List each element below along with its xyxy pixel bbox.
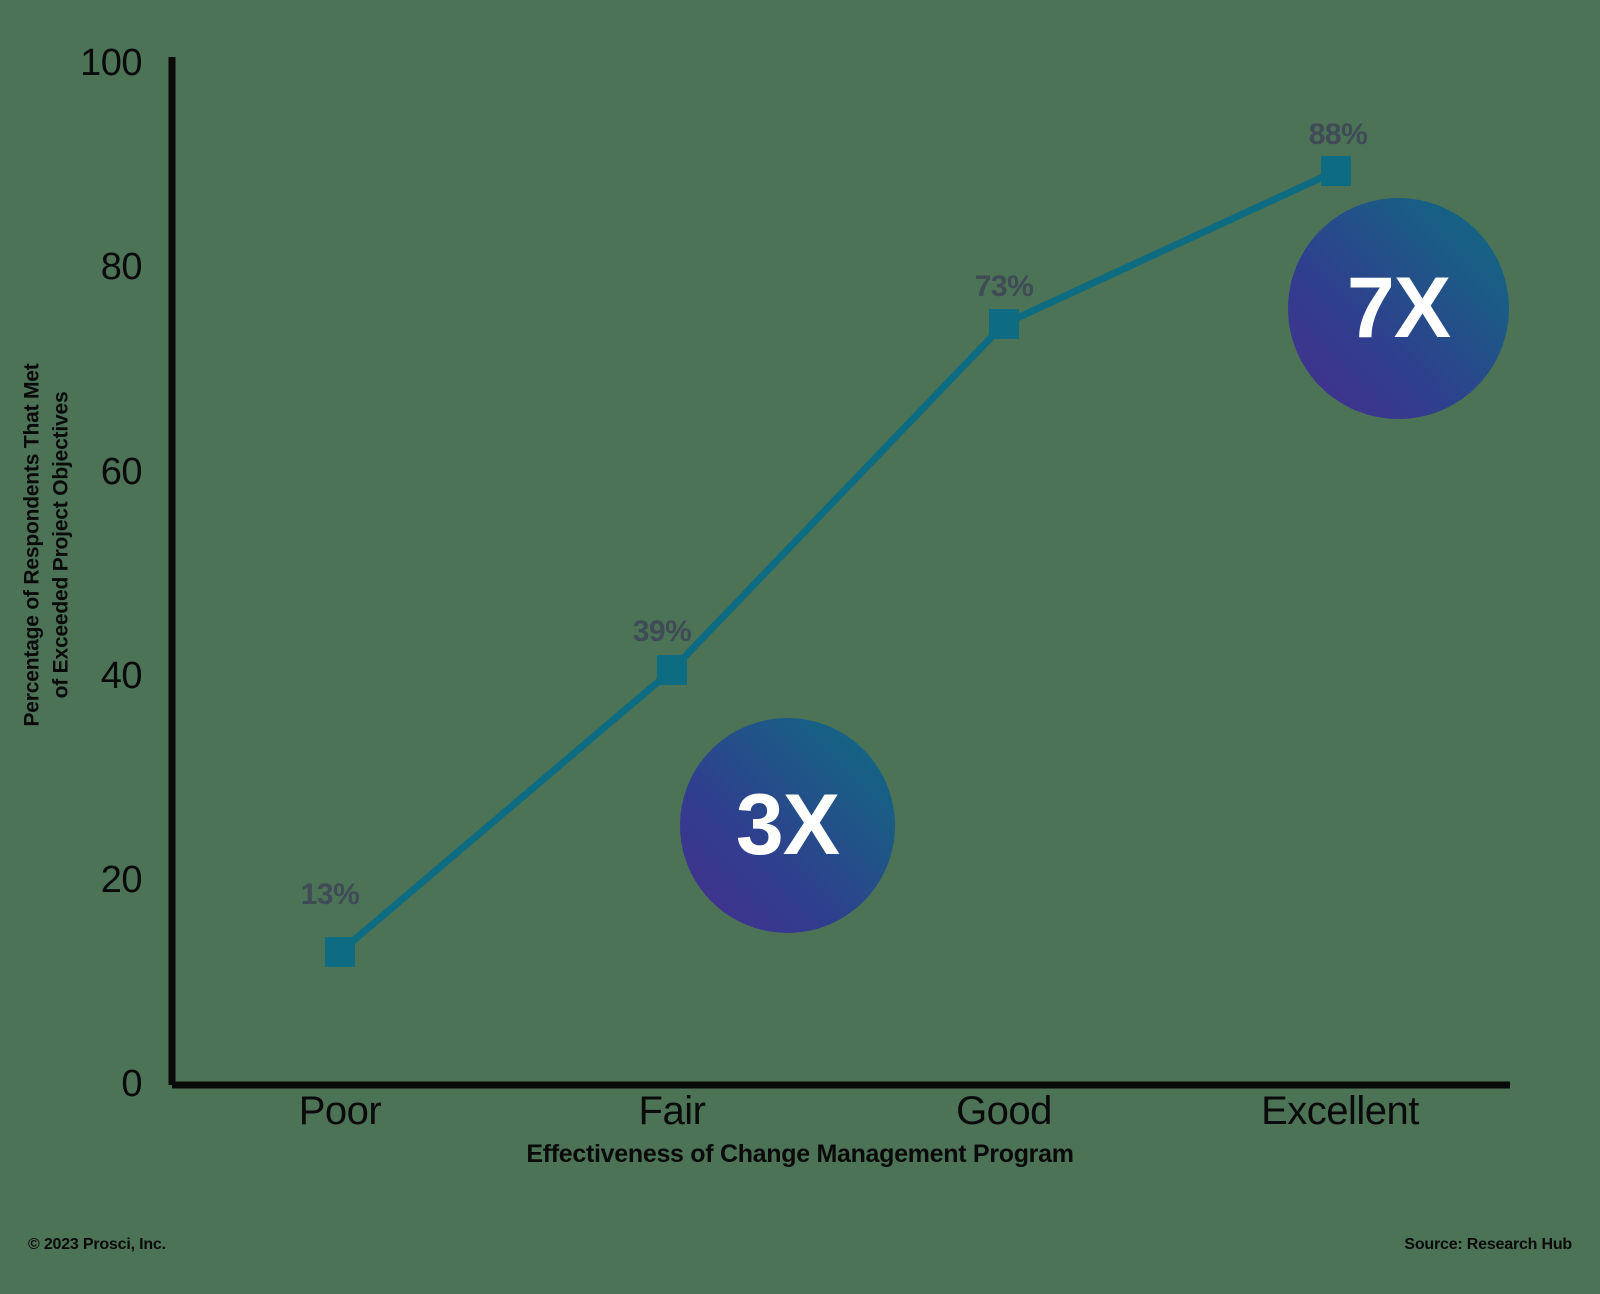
data-marker-good [989, 309, 1019, 339]
y-tick-label-60: 60 [100, 451, 143, 493]
data-marker-fair [657, 655, 687, 685]
data-marker-poor [325, 937, 355, 967]
data-line-series-1 [336, 167, 1340, 956]
data-marker-excellent [1321, 156, 1351, 186]
y-tick-label-0: 0 [121, 1063, 142, 1105]
data-label-excellent: 88% [1308, 118, 1368, 151]
y-tick-label-80: 80 [100, 246, 143, 288]
y-tick-label-40: 40 [100, 655, 143, 697]
multiplier-bubble-3x: 3X [680, 718, 895, 933]
y-tick-label-20: 20 [100, 859, 143, 901]
multiplier-bubble-7x: 7X [1288, 198, 1509, 419]
data-label-good: 73% [974, 270, 1034, 303]
y-tick-label-100: 100 [80, 42, 142, 84]
source-text: Source: Research Hub [1404, 1236, 1572, 1253]
x-tick-label-good: Good [956, 1089, 1052, 1133]
x-tick-label-excellent: Excellent [1261, 1089, 1419, 1133]
x-tick-label-fair: Fair [638, 1089, 706, 1133]
copyright-text: © 2023 Prosci, Inc. [28, 1236, 166, 1253]
data-label-poor: 13% [300, 878, 360, 911]
x-axis-title: Effectiveness of Change Management Progr… [526, 1140, 1074, 1168]
data-label-fair: 39% [632, 615, 692, 648]
x-tick-label-poor: Poor [298, 1089, 382, 1133]
